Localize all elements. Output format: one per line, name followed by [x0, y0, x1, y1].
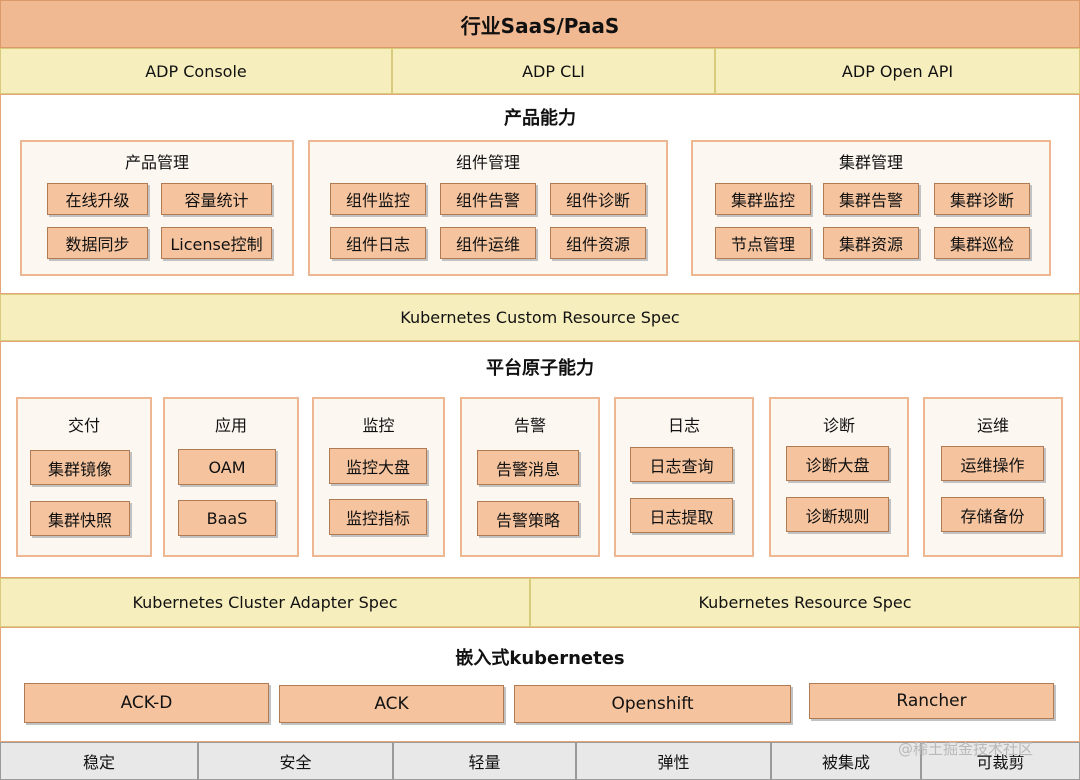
group-title: 交付	[67, 416, 100, 435]
item-log-extract: 日志提取	[630, 498, 733, 533]
item-capacity-stats: 容量统计	[161, 183, 272, 215]
group-title: 监控	[362, 416, 395, 435]
watermark: @稀土掘金技术社区	[898, 740, 1034, 758]
item-data-sync: 数据同步	[47, 227, 148, 259]
feature-stable: 稳定	[0, 742, 198, 780]
spec-label: Kubernetes Cluster Adapter Spec	[132, 593, 398, 612]
item-cluster-alert: 集群告警	[823, 183, 919, 215]
item-node-management: 节点管理	[715, 227, 811, 259]
item-oam: OAM	[178, 449, 276, 485]
resource-spec-bar: Kubernetes Resource Spec	[530, 578, 1080, 627]
group-title: 产品管理	[124, 153, 189, 172]
item-cluster-inspection: 集群巡检	[934, 227, 1030, 259]
item-license-control: License控制	[161, 227, 272, 259]
item-component-alert: 组件告警	[440, 183, 536, 215]
top-title: 行业SaaS/PaaS	[460, 13, 620, 38]
item-cluster-resource: 集群资源	[823, 227, 919, 259]
item-component-ops: 组件运维	[440, 227, 536, 259]
embedded-kubernetes-title: 嵌入式kubernetes	[455, 648, 625, 669]
feature-secure: 安全	[198, 742, 393, 780]
interface-label: ADP CLI	[522, 61, 585, 81]
item-component-resource: 组件资源	[550, 227, 646, 259]
item-cluster-image: 集群镜像	[30, 450, 130, 485]
item-ops-operation: 运维操作	[941, 446, 1044, 481]
item-component-log: 组件日志	[330, 227, 426, 259]
item-component-monitor: 组件监控	[330, 183, 426, 215]
item-monitor-dashboard: 监控大盘	[329, 448, 427, 484]
group-title: 组件管理	[455, 153, 520, 172]
product-capability-title: 产品能力	[504, 108, 576, 129]
item-diagnosis-dashboard: 诊断大盘	[786, 446, 889, 481]
interface-adp-console: ADP Console	[0, 48, 392, 94]
interface-label: ADP Open API	[841, 61, 954, 81]
distro-ack: ACK	[279, 685, 504, 723]
item-baas: BaaS	[178, 500, 276, 536]
item-log-query: 日志查询	[630, 447, 733, 482]
group-title: 应用	[214, 416, 247, 435]
cluster-adapter-spec-bar: Kubernetes Cluster Adapter Spec	[0, 578, 530, 627]
interface-adp-open-api: ADP Open API	[715, 48, 1080, 94]
distro-ack-d: ACK-D	[24, 683, 269, 723]
atomic-capability-title: 平台原子能力	[486, 358, 594, 379]
interface-adp-cli: ADP CLI	[392, 48, 715, 94]
item-cluster-diagnosis: 集群诊断	[934, 183, 1030, 215]
custom-resource-spec-label: Kubernetes Custom Resource Spec	[400, 308, 680, 327]
item-component-diagnosis: 组件诊断	[550, 183, 646, 215]
group-title: 告警	[513, 416, 546, 435]
item-monitor-metrics: 监控指标	[329, 499, 427, 535]
item-alert-message: 告警消息	[477, 450, 579, 485]
item-storage-backup: 存储备份	[941, 497, 1044, 532]
group-title: 诊断	[822, 416, 855, 435]
top-title-bar: 行业SaaS/PaaS	[0, 0, 1080, 48]
feature-elastic: 弹性	[576, 742, 771, 780]
interface-label: ADP Console	[145, 61, 247, 81]
item-alert-policy: 告警策略	[477, 501, 579, 536]
spec-label: Kubernetes Resource Spec	[698, 593, 912, 612]
feature-lightweight: 轻量	[393, 742, 576, 780]
distro-openshift: Openshift	[514, 685, 791, 723]
distro-rancher: Rancher	[809, 683, 1054, 719]
custom-resource-spec-bar: Kubernetes Custom Resource Spec	[0, 294, 1080, 341]
feature-tailorable: 可裁剪	[921, 742, 1080, 780]
item-online-upgrade: 在线升级	[47, 183, 148, 215]
group-title: 集群管理	[838, 153, 903, 172]
item-diagnosis-rules: 诊断规则	[786, 497, 889, 532]
item-cluster-snapshot: 集群快照	[30, 501, 130, 536]
item-cluster-monitor: 集群监控	[715, 183, 811, 215]
group-title: 日志	[667, 416, 700, 435]
group-title: 运维	[976, 416, 1009, 435]
